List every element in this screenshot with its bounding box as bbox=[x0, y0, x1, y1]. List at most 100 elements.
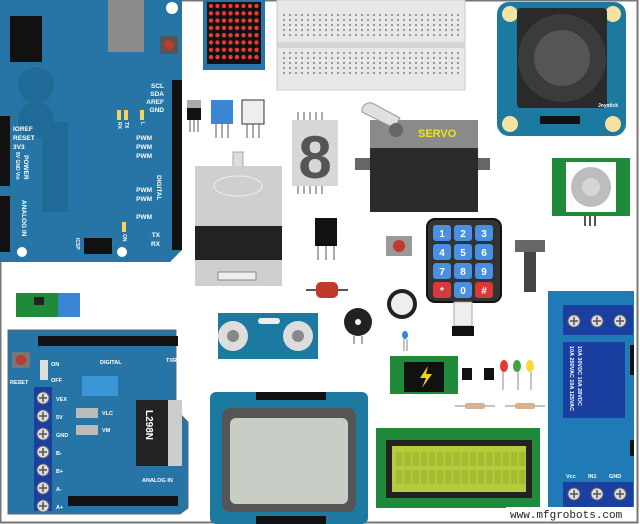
microcontroller bbox=[42, 122, 68, 212]
breadboard-hole bbox=[409, 34, 411, 36]
lcd-character-cell bbox=[478, 452, 485, 466]
breadboard-hole bbox=[367, 72, 369, 74]
power-module bbox=[390, 356, 458, 394]
resistors bbox=[455, 403, 545, 409]
breadboard-hole bbox=[457, 52, 459, 54]
matrix-led bbox=[234, 25, 240, 31]
breadboard-hole bbox=[283, 19, 285, 21]
breadboard-hole bbox=[295, 67, 297, 69]
label-pwm: PWM bbox=[136, 196, 152, 203]
reset-button bbox=[164, 40, 174, 50]
breadboard-hole bbox=[355, 67, 357, 69]
matrix-led bbox=[247, 11, 253, 16]
keypad-key-label: 2 bbox=[460, 229, 466, 240]
breadboard-hole bbox=[427, 34, 429, 36]
breadboard-hole bbox=[319, 52, 321, 54]
label-power: POWER bbox=[22, 155, 29, 180]
matrix-led bbox=[215, 3, 220, 9]
matrix-led bbox=[241, 40, 246, 45]
breadboard-hole bbox=[313, 14, 315, 16]
label-sda: SDA bbox=[150, 91, 164, 98]
breadboard-hole bbox=[295, 14, 297, 16]
matrix-led bbox=[221, 25, 227, 31]
breadboard-hole bbox=[451, 24, 453, 26]
breadboard-hole bbox=[409, 14, 411, 16]
breadboard-hole bbox=[343, 34, 345, 36]
lcd-character-cell bbox=[453, 470, 460, 484]
breadboard-hole bbox=[295, 52, 297, 54]
breadboard-hole bbox=[349, 67, 351, 69]
breadboard-hole bbox=[355, 19, 357, 21]
breadboard-hole bbox=[415, 34, 417, 36]
breadboard-hole bbox=[325, 57, 327, 59]
photoresistor bbox=[306, 282, 348, 298]
screw-slot bbox=[39, 430, 47, 438]
breadboard-hole bbox=[451, 67, 453, 69]
breadboard-hole bbox=[343, 62, 345, 64]
matrix-led bbox=[241, 33, 246, 38]
breadboard-hole bbox=[319, 14, 321, 16]
breadboard-hole bbox=[355, 72, 357, 74]
breadboard-hole bbox=[409, 29, 411, 31]
breadboard-hole bbox=[397, 34, 399, 36]
breadboard-hole bbox=[445, 19, 447, 21]
lcd-character-cell bbox=[428, 452, 436, 466]
breadboard-hole bbox=[439, 62, 441, 64]
breadboard-hole bbox=[349, 24, 351, 26]
breadboard-hole bbox=[451, 14, 453, 16]
matrix-led bbox=[241, 47, 246, 52]
breadboard-hole bbox=[415, 19, 417, 21]
breadboard-hole bbox=[457, 19, 459, 21]
breadboard-hole bbox=[307, 52, 309, 54]
breadboard-hole bbox=[385, 57, 387, 59]
breadboard-hole bbox=[337, 72, 339, 74]
breadboard-hole bbox=[445, 57, 447, 59]
matrix-led bbox=[241, 3, 246, 9]
breadboard-hole bbox=[385, 19, 387, 21]
matrix-led bbox=[221, 3, 227, 9]
breadboard-hole bbox=[445, 52, 447, 54]
matrix-led bbox=[254, 3, 259, 9]
stepper-motor bbox=[195, 151, 282, 286]
keypad-key-label: * bbox=[440, 286, 444, 297]
joystick-label: Joystick bbox=[598, 103, 618, 109]
breadboard-hole bbox=[283, 62, 285, 64]
breadboard-hole bbox=[433, 72, 435, 74]
breadboard-hole bbox=[439, 34, 441, 36]
breadboard-hole bbox=[385, 24, 387, 26]
led-matrix-module bbox=[203, 0, 265, 70]
breadboard-hole bbox=[355, 52, 357, 54]
matrix-led bbox=[215, 54, 220, 60]
lcd-character-cell bbox=[412, 470, 419, 484]
breadboard-hole bbox=[451, 29, 453, 31]
breadboard-hole bbox=[379, 52, 381, 54]
breadboard-hole bbox=[403, 52, 405, 54]
active-buzzer bbox=[344, 308, 372, 344]
keypad-key-label: 4 bbox=[439, 248, 445, 259]
power-switch bbox=[40, 360, 48, 380]
breadboard-hole bbox=[361, 57, 363, 59]
screw-slot bbox=[39, 484, 47, 492]
lcd-character-cell bbox=[420, 452, 428, 466]
breadboard-hole bbox=[289, 62, 291, 64]
breadboard-hole bbox=[373, 52, 375, 54]
breadboard-hole bbox=[319, 62, 321, 64]
breadboard-hole bbox=[385, 29, 387, 31]
breadboard-hole bbox=[397, 57, 399, 59]
matrix-led bbox=[228, 25, 233, 31]
keypad-key bbox=[475, 244, 493, 260]
pir-motion-sensor bbox=[552, 158, 630, 226]
breadboard-hole bbox=[319, 57, 321, 59]
keypad-key bbox=[475, 225, 493, 241]
servo-horn bbox=[361, 102, 401, 129]
label-vm: VM bbox=[102, 428, 111, 434]
breadboard-hole bbox=[361, 67, 363, 69]
terminal-label: B- bbox=[56, 451, 62, 457]
breadboard-hole bbox=[319, 19, 321, 21]
breadboard-hole bbox=[379, 34, 381, 36]
breadboard-hole bbox=[295, 57, 297, 59]
breadboard-hole bbox=[289, 29, 291, 31]
breadboard-hole bbox=[331, 34, 333, 36]
breadboard-hole bbox=[415, 52, 417, 54]
relay-pin-label: GND bbox=[609, 474, 621, 480]
